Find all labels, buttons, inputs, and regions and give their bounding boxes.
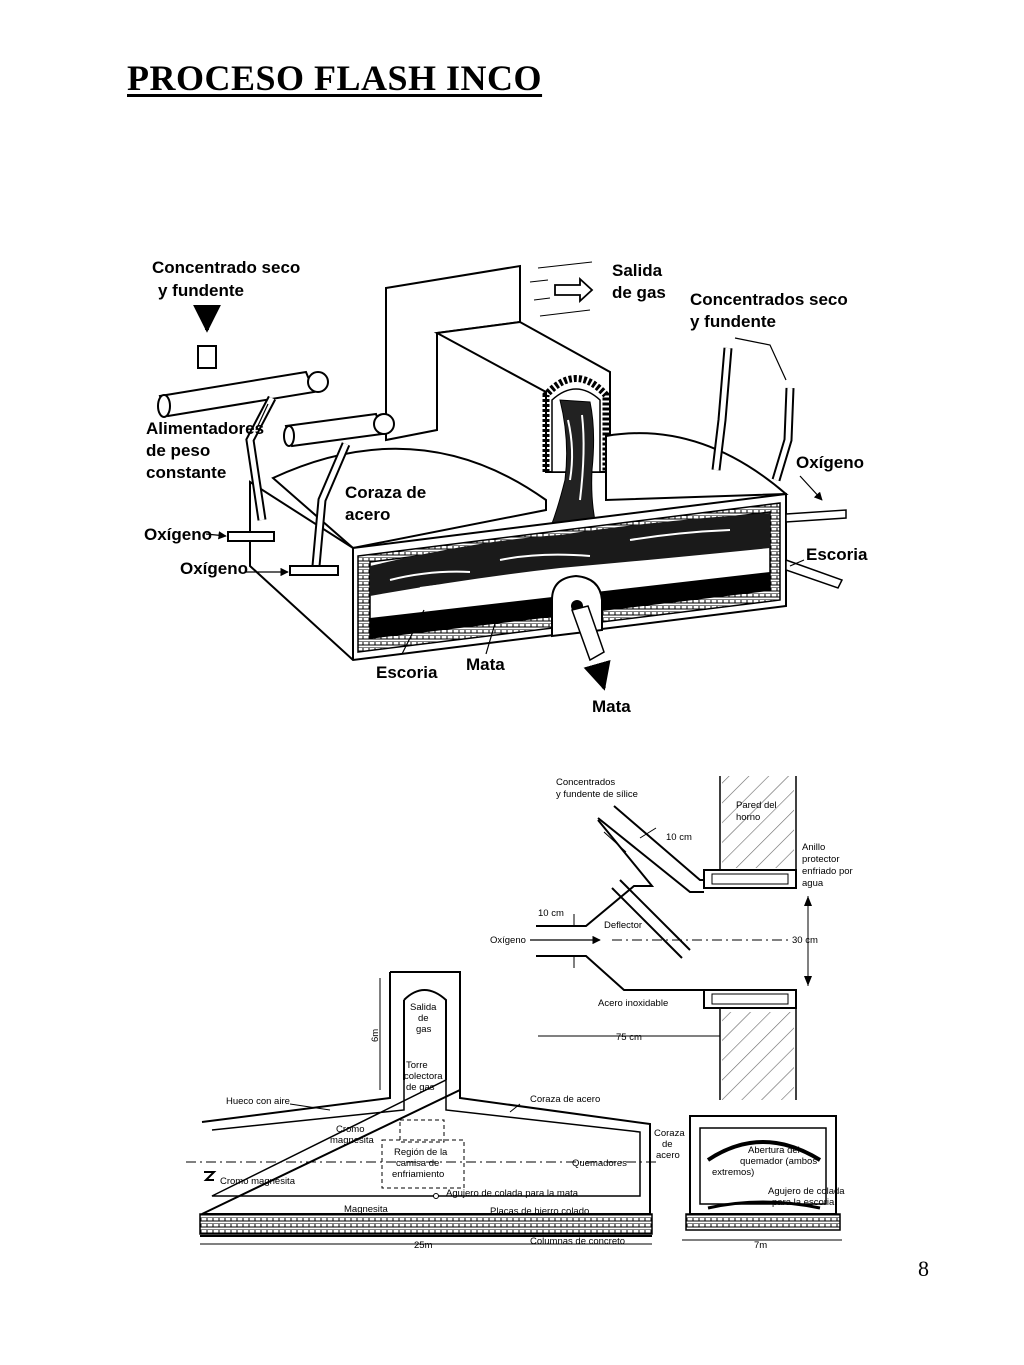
label-oxigeno-left-2: Oxígeno xyxy=(180,559,248,578)
label-constante: constante xyxy=(146,463,226,482)
label-7m: 7m xyxy=(754,1240,767,1251)
label-concentrados-seco: Concentrados seco xyxy=(690,290,848,309)
label-anillo: Anillo xyxy=(802,842,825,853)
label-oxigeno-left-1: Oxígeno xyxy=(144,525,212,544)
label-concentrado-seco: Concentrado seco xyxy=(152,258,300,277)
label-cromo-magnesita: Cromo magnesita xyxy=(220,1176,296,1187)
label-gas-cs: gas xyxy=(416,1024,432,1035)
furnace-end-section: Abertura del quemador (ambos extremos) A… xyxy=(682,1115,845,1251)
label-escoria-bottom: Escoria xyxy=(376,663,438,682)
label-salida: Salida xyxy=(612,261,663,280)
label-agujero-2: para la escoria xyxy=(772,1197,835,1208)
label-oxigeno-burner: Oxígeno xyxy=(490,935,526,946)
label-agua: agua xyxy=(802,878,824,889)
label-acero-inox: Acero inoxidable xyxy=(598,998,668,1009)
label-columnas: Columnas de concreto xyxy=(530,1236,625,1247)
label-coraza-r3: acero xyxy=(656,1150,680,1161)
label-6m: 6m xyxy=(370,1029,381,1042)
label-hueco: Hueco con aire xyxy=(226,1096,290,1107)
label-de-peso: de peso xyxy=(146,441,210,460)
label-10cm-top: 10 cm xyxy=(666,832,692,843)
label-30cm: 30 cm xyxy=(792,935,818,946)
label-horno: horno xyxy=(736,812,760,823)
label-mata-outlet: Mata xyxy=(592,697,631,716)
label-agujero-mata: Agujero de colada para la mata xyxy=(446,1188,579,1199)
label-mata-bottom: Mata xyxy=(466,655,505,674)
label-concentrados: Concentrados xyxy=(556,777,615,788)
label-de-gas: de gas xyxy=(612,283,666,302)
label-region-2: camisa de xyxy=(396,1158,439,1169)
label-y-fundente-right: y fundente xyxy=(690,312,776,331)
label-region-1: Región de la xyxy=(394,1147,448,1158)
page-title: PROCESO FLASH INCO xyxy=(127,58,543,98)
label-coraza-de: Coraza de xyxy=(345,483,426,502)
label-magnesita: magnesita xyxy=(330,1135,375,1146)
label-coraza-r2: de xyxy=(662,1139,673,1150)
label-quemadores: Quemadores xyxy=(572,1158,627,1169)
label-10cm-left: 10 cm xyxy=(538,908,564,919)
label-75cm: 75 cm xyxy=(616,1032,642,1043)
furnace-cross-section: Salida de gas 6m Torre colectora de gas … xyxy=(186,971,685,1251)
page-number: 8 xyxy=(918,1256,929,1281)
label-agujero-1: Agujero de colada xyxy=(768,1186,845,1197)
label-magnesita-bottom: Magnesita xyxy=(344,1204,389,1215)
label-fundente-silice: y fundente de sílice xyxy=(556,789,638,800)
label-acero: acero xyxy=(345,505,390,524)
label-torre: Torre xyxy=(406,1060,428,1071)
label-oxigeno-right: Oxígeno xyxy=(796,453,864,472)
label-colectora: colectora xyxy=(404,1071,443,1082)
label-enfriado: enfriado por xyxy=(802,866,853,877)
label-abertura-2: quemador (ambos xyxy=(740,1156,817,1167)
label-deflector: Deflector xyxy=(604,920,642,931)
flash-furnace-illustration: Concentrado seco y fundente Salida de ga… xyxy=(144,258,868,716)
label-coraza-r1: Coraza xyxy=(654,1128,685,1139)
label-pared-del: Pared del xyxy=(736,800,777,811)
label-coraza-acero: Coraza de acero xyxy=(530,1094,600,1105)
label-region-3: enfriamiento xyxy=(392,1169,444,1180)
label-25m: 25m xyxy=(414,1240,433,1251)
label-y-fundente: y fundente xyxy=(158,281,244,300)
label-de-gas-cs: de gas xyxy=(406,1082,435,1093)
label-abertura-3: extremos) xyxy=(712,1167,754,1178)
label-cromo: Cromo xyxy=(336,1124,365,1135)
label-placas: Placas de hierro colado xyxy=(490,1206,589,1217)
label-abertura-1: Abertura del xyxy=(748,1145,800,1156)
burner-detail-drawing: Concentrados y fundente de sílice Pared … xyxy=(490,776,853,1100)
label-alimentadores: Alimentadores xyxy=(146,419,264,438)
label-salida-cs: Salida xyxy=(410,1002,437,1013)
label-escoria-right: Escoria xyxy=(806,545,868,564)
label-de-cs: de xyxy=(418,1013,429,1024)
label-protector: protector xyxy=(802,854,840,865)
